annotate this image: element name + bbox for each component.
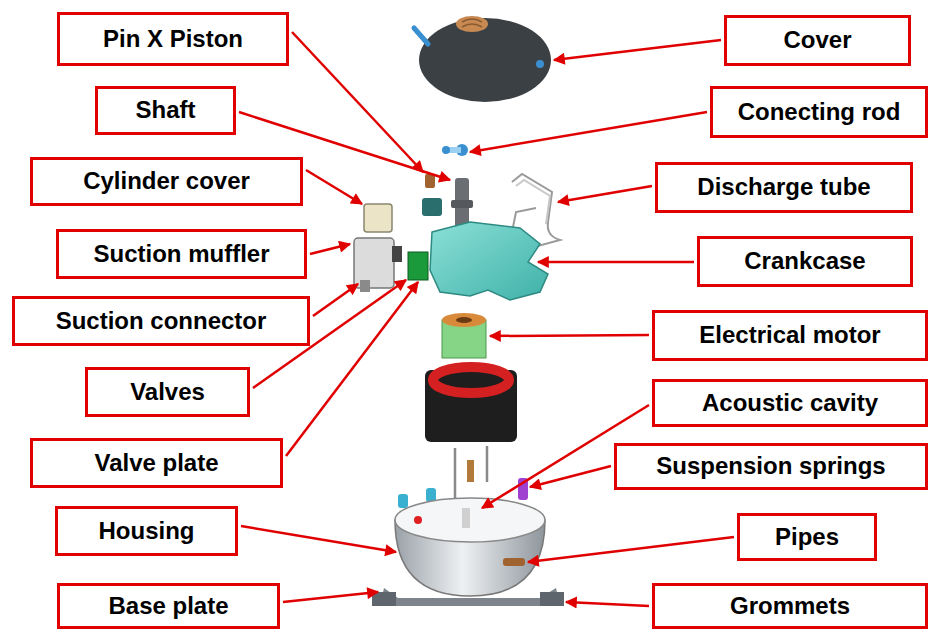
label-box: Housing — [55, 506, 238, 556]
part-label: Electrical motor — [699, 322, 880, 348]
suction-muffler-part — [354, 238, 402, 292]
label-box: Valves — [85, 367, 250, 417]
label-box: Suspension springs — [614, 443, 928, 490]
crankcase-part — [430, 222, 548, 300]
part-label: Base plate — [108, 593, 228, 619]
housing-part — [372, 498, 564, 606]
label-box: Pipes — [737, 513, 877, 561]
label-box: Valve plate — [30, 438, 283, 488]
part-label: Shaft — [136, 97, 196, 123]
label-box: Crankcase — [697, 236, 913, 287]
part-label: Valves — [130, 379, 205, 405]
part-label: Crankcase — [744, 248, 865, 274]
label-box: Grommets — [652, 583, 928, 629]
part-label: Discharge tube — [697, 174, 870, 200]
rotor-part — [442, 313, 486, 358]
label-box: Cover — [724, 15, 911, 66]
pin-piston-part — [422, 174, 442, 216]
connecting-rod-part — [442, 144, 468, 156]
part-label: Suction connector — [56, 308, 267, 334]
label-box: Discharge tube — [655, 162, 913, 213]
cylinder-cover-part — [364, 204, 392, 232]
part-label: Cylinder cover — [83, 168, 250, 194]
part-label: Conecting rod — [738, 99, 901, 125]
part-label: Grommets — [730, 593, 850, 619]
part-label: Housing — [99, 518, 195, 544]
stator-part — [425, 367, 517, 442]
part-label: Suspension springs — [656, 453, 885, 479]
part-label: Valve plate — [94, 450, 218, 476]
label-box: Base plate — [57, 583, 280, 629]
label-box: Pin X Piston — [57, 12, 289, 66]
part-label: Suction muffler — [93, 241, 269, 267]
label-box: Conecting rod — [710, 86, 928, 138]
label-box: Acoustic cavity — [652, 379, 928, 427]
label-box: Cylinder cover — [30, 157, 303, 206]
label-box: Suction muffler — [56, 229, 307, 279]
valve-plate-part — [408, 252, 428, 280]
label-box: Suction connector — [12, 296, 310, 346]
bolt-parts — [455, 446, 487, 500]
part-label: Cover — [783, 27, 851, 53]
cover-part — [414, 16, 551, 102]
part-label: Pin X Piston — [103, 26, 243, 52]
label-box: Shaft — [95, 86, 236, 135]
label-box: Electrical motor — [652, 310, 928, 361]
part-label: Acoustic cavity — [702, 390, 878, 416]
part-label: Pipes — [775, 524, 839, 550]
